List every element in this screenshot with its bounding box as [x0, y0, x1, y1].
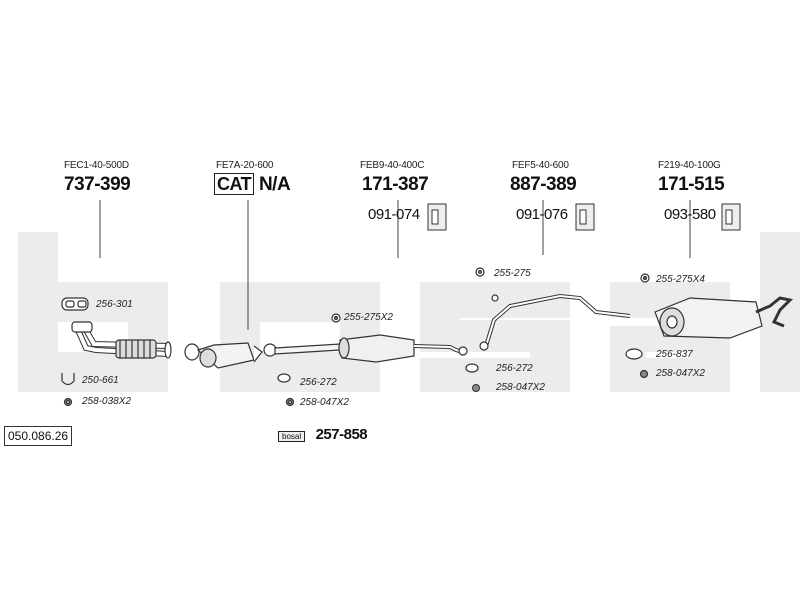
ref-256-301: 256-301 — [96, 299, 133, 310]
ref-258-047x2-b: 258-047X2 — [496, 382, 545, 393]
column-4-bracket-number: 091-076 — [516, 206, 568, 223]
column-1-part-number: 737-399 — [64, 174, 131, 195]
column-3-code: FEB9-40-400C — [360, 160, 425, 171]
ref-256-837: 256-837 — [656, 349, 693, 360]
column-3-part-number: 171-387 — [362, 174, 429, 195]
ref-255-275x4: 255-275X4 — [656, 274, 705, 285]
catalyst-drawing — [184, 342, 263, 369]
diagram-number: 050.086.26 — [4, 426, 73, 446]
ref-258-047x2-c: 258-047X2 — [656, 368, 705, 379]
column-4-code: FEF5-40-600 — [512, 160, 569, 171]
bracket-icon-091-074 — [427, 203, 447, 231]
center-pipe-drawing — [465, 267, 631, 392]
ref-256-272-b: 256-272 — [496, 363, 533, 374]
rear-silencer-drawing — [625, 273, 794, 379]
column-5-bracket-number: 093-580 — [664, 206, 716, 223]
column-5-code: F219-40-100G — [658, 160, 721, 171]
ref-256-272-a: 256-272 — [300, 377, 337, 388]
fitting-kit-number: 257-858 — [315, 426, 368, 443]
column-3-bracket-number: 091-074 — [368, 206, 420, 223]
ref-258-038x2: 258-038X2 — [82, 396, 131, 407]
column-2-part: CAT N/A — [214, 173, 291, 196]
ref-258-047x2-a: 258-047X2 — [300, 397, 349, 408]
column-4-part-number: 887-389 — [510, 174, 577, 195]
ref-250-661: 250-661 — [82, 375, 119, 386]
cat-part-number: N/A — [258, 174, 291, 195]
bosal-kit-badge: bosal — [278, 431, 306, 442]
front-pipe-drawing — [61, 297, 172, 407]
column-1-code: FEC1-40-500D — [64, 160, 129, 171]
ref-255-275: 255-275 — [494, 268, 531, 279]
middle-silencer-drawing — [263, 313, 468, 407]
bracket-icon-093-580 — [721, 203, 741, 231]
ref-255-275x2: 255-275X2 — [344, 312, 393, 323]
cat-label: CAT — [214, 173, 255, 195]
column-5-part-number: 171-515 — [658, 174, 725, 195]
fitting-kit: bosal 257-858 — [278, 426, 368, 444]
bracket-icon-091-076 — [575, 203, 595, 231]
column-2-code: FE7A-20-600 — [216, 160, 274, 171]
